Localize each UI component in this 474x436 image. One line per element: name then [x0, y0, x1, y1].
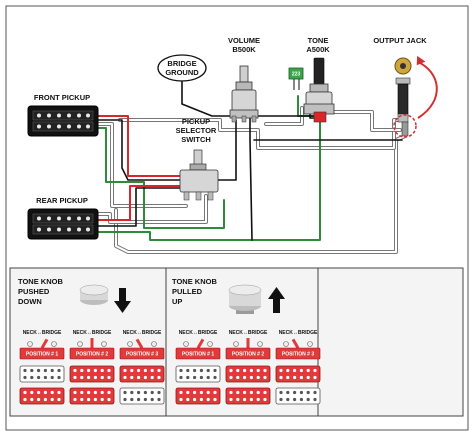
- volume-pot: VOLUME B500K: [228, 36, 260, 123]
- knob-down-icon: [79, 284, 109, 305]
- switch-lever: [135, 338, 144, 349]
- selector-label-2: SELECTOR: [176, 126, 217, 135]
- neck-bridge-label: NECK↔BRIDGE: [23, 330, 62, 336]
- pickup-selector-switch: PICKUP SELECTOR SWITCH: [176, 117, 219, 201]
- legend-pulled: TONE KNOB PULLED UP: [172, 277, 285, 314]
- neck-pickup-icon: [175, 365, 221, 383]
- neck-bridge-label: NECK↔BRIDGE: [73, 330, 112, 336]
- switch-pole-left: [283, 341, 289, 347]
- position-box: [175, 347, 221, 360]
- switch-pole-left: [233, 341, 239, 347]
- bridge-pickup-icon: [119, 387, 165, 405]
- selector-states: NECK↔BRIDGE POSITION # 1 NECK↔BRIDGE POSITI…: [19, 330, 321, 405]
- pushed-line1: TONE KNOB: [18, 277, 63, 286]
- rear-pickup-poles: [37, 216, 90, 232]
- position-box: [225, 347, 271, 360]
- position-box: [19, 347, 65, 360]
- arrow-up-icon: [268, 287, 285, 313]
- bridge-ground-tag: BRIDGE GROUND: [157, 54, 207, 82]
- neck-pickup-icon: [275, 365, 321, 383]
- position-state-1: NECK↔BRIDGE POSITION # 1: [19, 330, 65, 405]
- tone-value: A500K: [306, 45, 330, 54]
- output-jack: OUTPUT JACK: [373, 36, 438, 138]
- tone-label: TONE: [308, 36, 329, 45]
- switch-pole-right: [101, 341, 107, 347]
- pushed-line3: DOWN: [18, 297, 42, 306]
- rear-pickup: REAR PICKUP: [27, 196, 99, 240]
- front-pickup: FRONT PICKUP: [27, 93, 99, 137]
- position-state-2: NECK↔BRIDGE POSITION # 2: [69, 330, 115, 405]
- front-pickup-label: FRONT PICKUP: [34, 93, 90, 102]
- switch-lever: [291, 338, 300, 349]
- position-box: [119, 347, 165, 360]
- switch-lever: [40, 338, 49, 349]
- switch-pole-right: [151, 341, 157, 347]
- neck-bridge-label: NECK↔BRIDGE: [279, 330, 318, 336]
- position-label: POSITION # 3: [126, 352, 158, 358]
- capacitor: 223: [288, 67, 304, 90]
- position-label: POSITION # 1: [182, 352, 214, 358]
- neck-bridge-label: NECK↔BRIDGE: [229, 330, 268, 336]
- knob-up-icon: [228, 284, 262, 314]
- position-state-3: NECK↔BRIDGE POSITION # 3: [119, 330, 165, 405]
- output-jack-label: OUTPUT JACK: [373, 36, 427, 45]
- bridge-pickup-icon: [69, 387, 115, 405]
- neck-pickup-icon: [69, 365, 115, 383]
- position-box: [275, 347, 321, 360]
- bridge-pickup-icon: [225, 387, 271, 405]
- neck-pickup-icon: [225, 365, 271, 383]
- position-state-6: NECK↔BRIDGE POSITION # 3: [275, 330, 321, 405]
- position-label: POSITION # 2: [232, 352, 264, 358]
- position-label: POSITION # 2: [76, 352, 108, 358]
- position-label: POSITION # 3: [282, 352, 314, 358]
- switch-pole-right: [257, 341, 263, 347]
- bridge-pickup-icon: [175, 387, 221, 405]
- position-box: [69, 347, 115, 360]
- arrow-down-icon: [114, 288, 131, 313]
- selector-label-3: SWITCH: [181, 135, 211, 144]
- switch-pole-right: [307, 341, 313, 347]
- capacitor-value: 223: [292, 72, 301, 78]
- pushed-line2: PUSHED: [18, 287, 50, 296]
- selector-label-1: PICKUP: [182, 117, 210, 126]
- position-label: POSITION # 1: [26, 352, 58, 358]
- bridge-pickup-icon: [19, 387, 65, 405]
- switch-pole-left: [127, 341, 133, 347]
- switch-pole-left: [77, 341, 83, 347]
- rear-pickup-label: REAR PICKUP: [36, 196, 88, 205]
- front-pickup-poles: [37, 113, 90, 129]
- position-state-5: NECK↔BRIDGE POSITION # 2: [225, 330, 271, 405]
- switch-pole-right: [207, 341, 213, 347]
- tone-pot: TONE A500K: [303, 36, 335, 123]
- pulled-line3: UP: [172, 297, 182, 306]
- neck-pickup-icon: [119, 365, 165, 383]
- bridge-ground-line2: GROUND: [165, 68, 199, 77]
- neck-bridge-label: NECK↔BRIDGE: [123, 330, 162, 336]
- switch-pole-left: [27, 341, 33, 347]
- neck-pickup-icon: [19, 365, 65, 383]
- legend-pushed: TONE KNOB PUSHED DOWN: [18, 277, 131, 313]
- neck-bridge-label: NECK↔BRIDGE: [179, 330, 218, 336]
- pulled-line2: PULLED: [172, 287, 203, 296]
- bridge-ground-line1: BRIDGE: [167, 59, 196, 68]
- pulled-line1: TONE KNOB: [172, 277, 217, 286]
- switch-pole-left: [183, 341, 189, 347]
- volume-value: B500K: [232, 45, 256, 54]
- switch-pole-right: [51, 341, 57, 347]
- direction-arrow: [417, 61, 438, 119]
- position-state-4: NECK↔BRIDGE POSITION # 1: [175, 330, 221, 405]
- bridge-pickup-icon: [275, 387, 321, 405]
- red-wires: [95, 115, 185, 221]
- volume-label: VOLUME: [228, 36, 260, 45]
- switch-lever: [196, 338, 205, 349]
